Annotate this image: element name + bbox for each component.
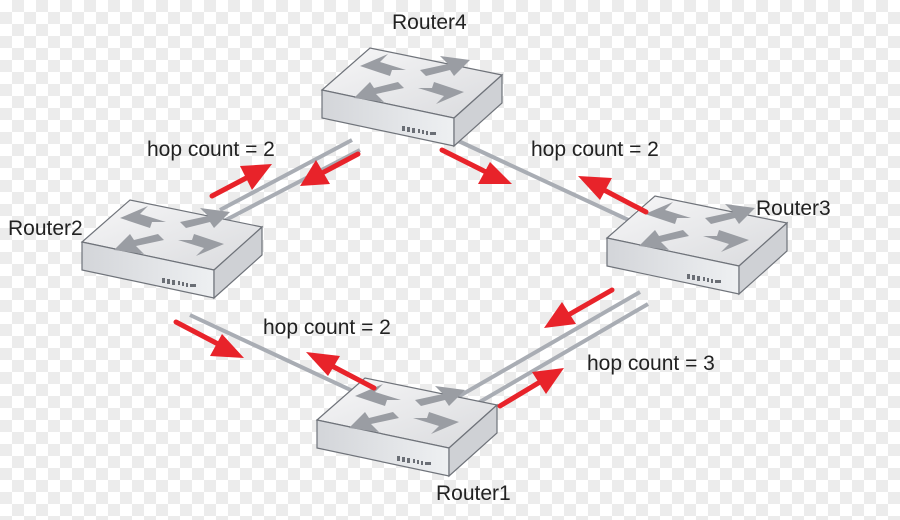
router4-label: Router4 [392, 11, 467, 34]
arrow-r1-to-r3 [497, 368, 564, 409]
link-r1-r3-b [464, 302, 650, 412]
router1-device[interactable] [316, 377, 498, 477]
router2-label: Router2 [8, 217, 83, 240]
hop-label-r2-r1: hop count = 2 [263, 316, 391, 339]
link-r1-r3-a [455, 290, 641, 400]
arrows [173, 147, 649, 409]
arrow-r2-to-r4 [209, 164, 272, 199]
router4-device[interactable] [321, 47, 503, 147]
links [189, 136, 651, 412]
link-r4-r3 [451, 136, 651, 232]
arrow-r2-to-r1 [173, 319, 244, 358]
arrow-r3-to-r1 [544, 287, 615, 328]
link-r2-r1 [189, 313, 373, 402]
router3-label: Router3 [756, 197, 831, 220]
arrow-r1-to-r2 [306, 352, 377, 391]
link-r2-r4-b [221, 148, 361, 224]
arrow-r4-to-r2 [300, 151, 361, 186]
hop-label-r2-r4: hop count = 2 [147, 138, 275, 161]
hop-label-r1-r3: hop count = 3 [587, 352, 715, 375]
arrow-r4-to-r3 [439, 147, 512, 184]
hop-label-r4-r3: hop count = 2 [531, 138, 659, 161]
router1-label: Router1 [436, 482, 511, 505]
link-r2-r4-a [219, 138, 353, 212]
arrow-r3-to-r4 [578, 176, 649, 215]
